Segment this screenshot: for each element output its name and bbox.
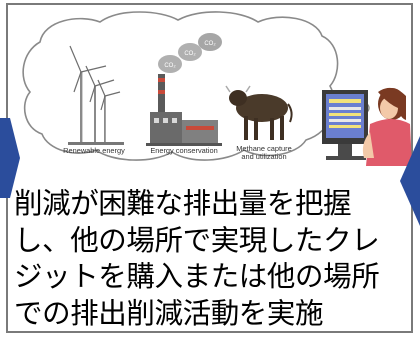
computer-monitor-icon — [322, 90, 368, 160]
description-text: 削減が困難な排出量を把握 し、他の場所で実現したクレ ジットを購入または他の場所… — [14, 186, 414, 332]
co2-label-2: CO₂ — [184, 51, 196, 57]
co2-cloud-1 — [158, 55, 182, 73]
methane-caption-line1: Methane capture — [236, 144, 291, 153]
description-line-1: 削減が困難な排出量を把握 — [14, 187, 352, 220]
factory-icon — [146, 74, 222, 146]
co2-cloud-3 — [198, 33, 222, 51]
right-flow-arrow — [400, 136, 420, 226]
co2-label-3: CO₂ — [204, 41, 216, 47]
office-worker-icon — [362, 87, 412, 166]
co2-label-1: CO₂ — [164, 63, 176, 69]
description-line-4: での排出削減活動を実施 — [14, 296, 324, 330]
methane-caption-line2: and utilization — [241, 152, 286, 161]
energy-conservation-caption: Energy conservation — [150, 146, 217, 155]
cow-icon — [225, 85, 293, 140]
description-line-3: ジットを購入または他の場所 — [14, 260, 380, 293]
left-flow-arrow — [0, 118, 20, 198]
wind-turbines-icon — [68, 45, 124, 145]
co2-cloud-2 — [178, 43, 202, 61]
description-line-2: し、他の場所で実現したクレ — [14, 223, 380, 257]
renewable-energy-caption: Renewable energy — [63, 146, 125, 155]
